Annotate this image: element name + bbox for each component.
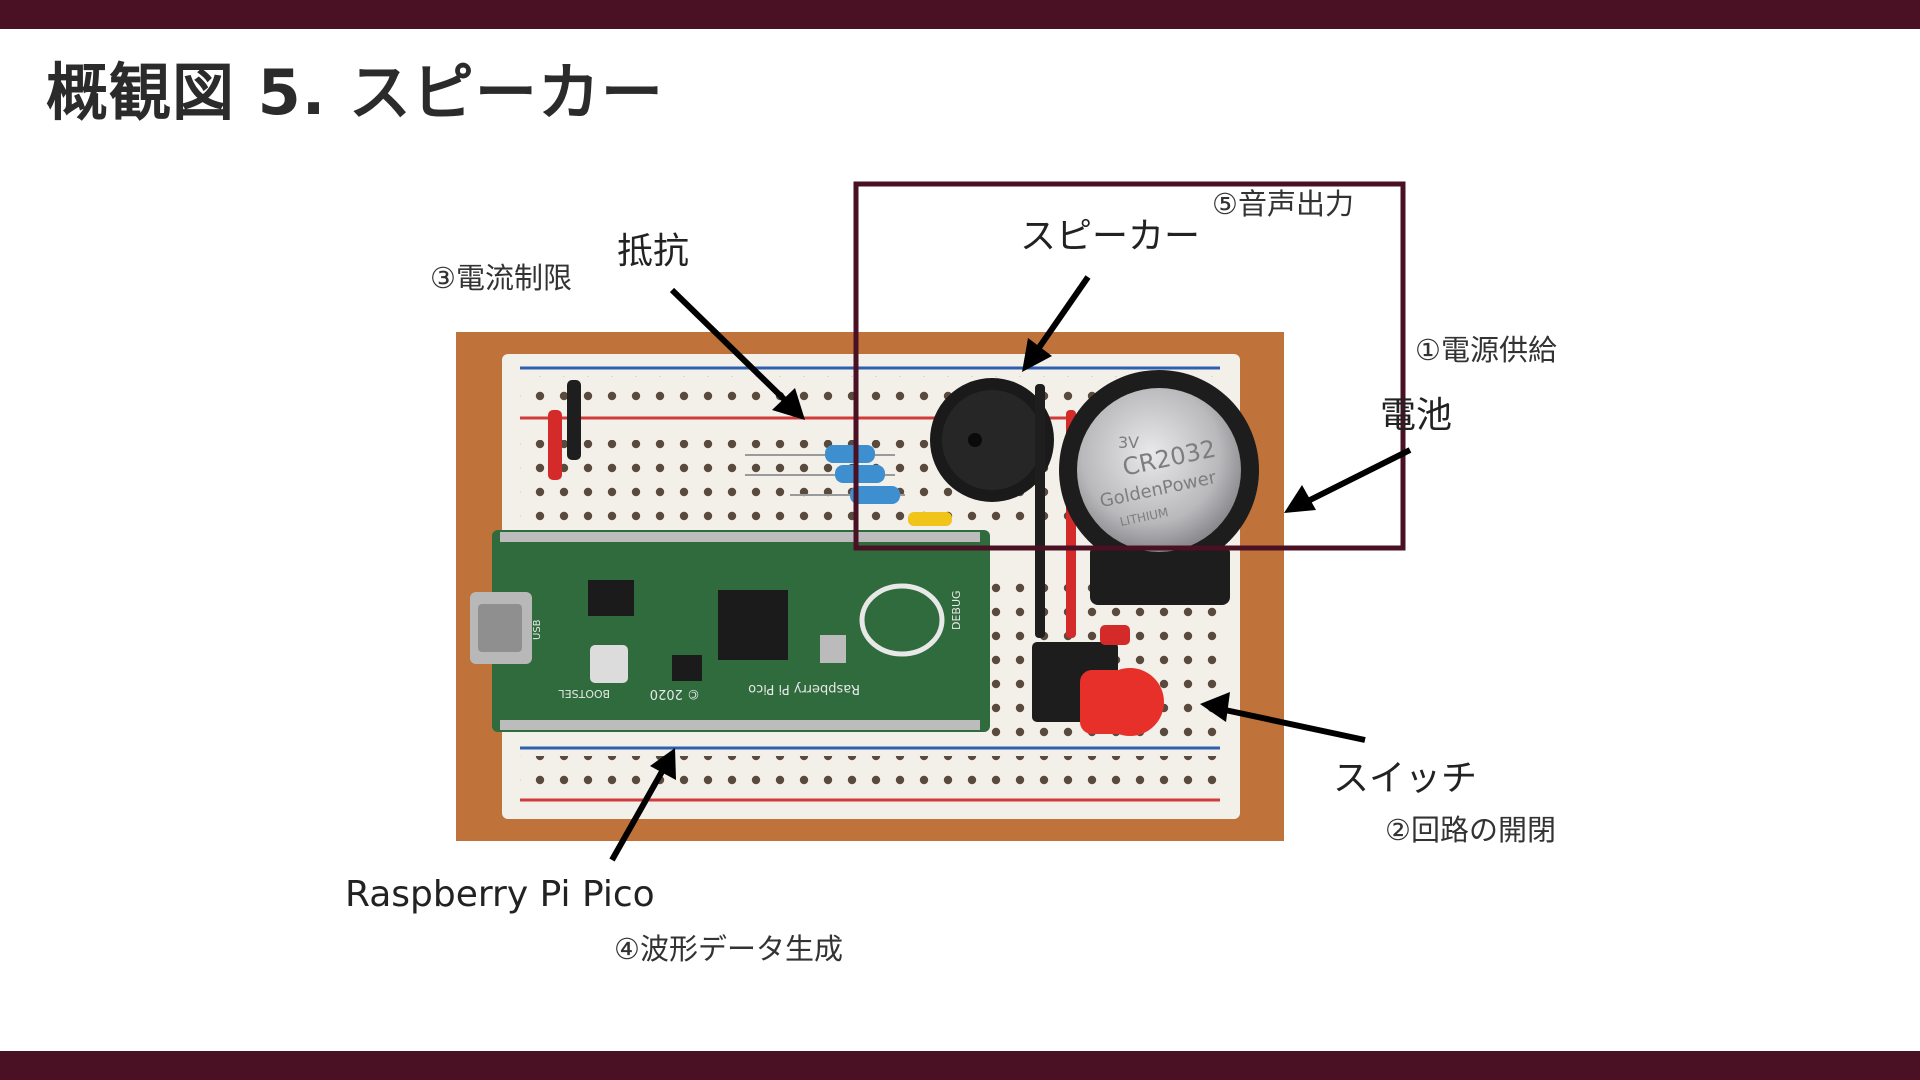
pico-board-text: Raspberry Pi Pico	[748, 681, 860, 696]
pico-debug-text: DEBUG	[950, 590, 963, 630]
pico-usb-text: USB	[532, 619, 543, 640]
label-battery: 電池	[1380, 395, 1453, 436]
annotation-arrows	[609, 275, 1412, 862]
label-current-limit: ③電流制限	[430, 261, 572, 295]
arrowhead-speaker	[1022, 338, 1052, 372]
arrow-speaker	[1033, 275, 1091, 354]
label-switch: スイッチ	[1333, 758, 1478, 799]
coin-battery: 3V CR2032 GoldenPower LITHIUM	[1059, 370, 1259, 605]
arrow-pico	[609, 766, 667, 862]
arrow-switch	[1224, 707, 1366, 743]
top-bar	[0, 0, 1920, 29]
arrowhead-battery	[1284, 485, 1316, 513]
pico-bootsel-text: BOOTSEL	[558, 687, 610, 700]
label-audio-output: ⑤音声出力	[1212, 187, 1354, 221]
arrowhead-resistor	[772, 388, 805, 420]
arrowhead-pico	[650, 748, 676, 780]
battery-voltage-text: 3V	[1118, 433, 1139, 452]
push-switch	[1032, 625, 1164, 736]
arrowhead-switch	[1200, 692, 1230, 722]
label-speaker: スピーカー	[1020, 216, 1201, 257]
arrow-resistor	[669, 287, 793, 408]
pico-year-text: © 2020	[650, 686, 700, 701]
audio-output-frame	[853, 181, 1406, 551]
annotation-arrowheads	[650, 338, 1316, 780]
resistors	[745, 445, 952, 526]
label-pico: Raspberry Pi Pico	[345, 874, 655, 915]
bottom-bar	[0, 1051, 1920, 1080]
label-circuit-open-close: ②回路の開閉	[1385, 813, 1556, 847]
pico-board: © 2020 Raspberry Pi Pico BOOTSEL DEBUG U…	[470, 530, 990, 732]
speaker-component	[930, 378, 1054, 638]
label-waveform: ④波形データ生成	[614, 932, 843, 966]
label-resistor: 抵抗	[617, 231, 690, 272]
jumper-wires	[548, 380, 581, 480]
label-power-supply: ①電源供給	[1415, 333, 1557, 367]
slide-title: 概観図 5. スピーカー	[46, 56, 664, 129]
arrow-battery	[1298, 447, 1412, 508]
